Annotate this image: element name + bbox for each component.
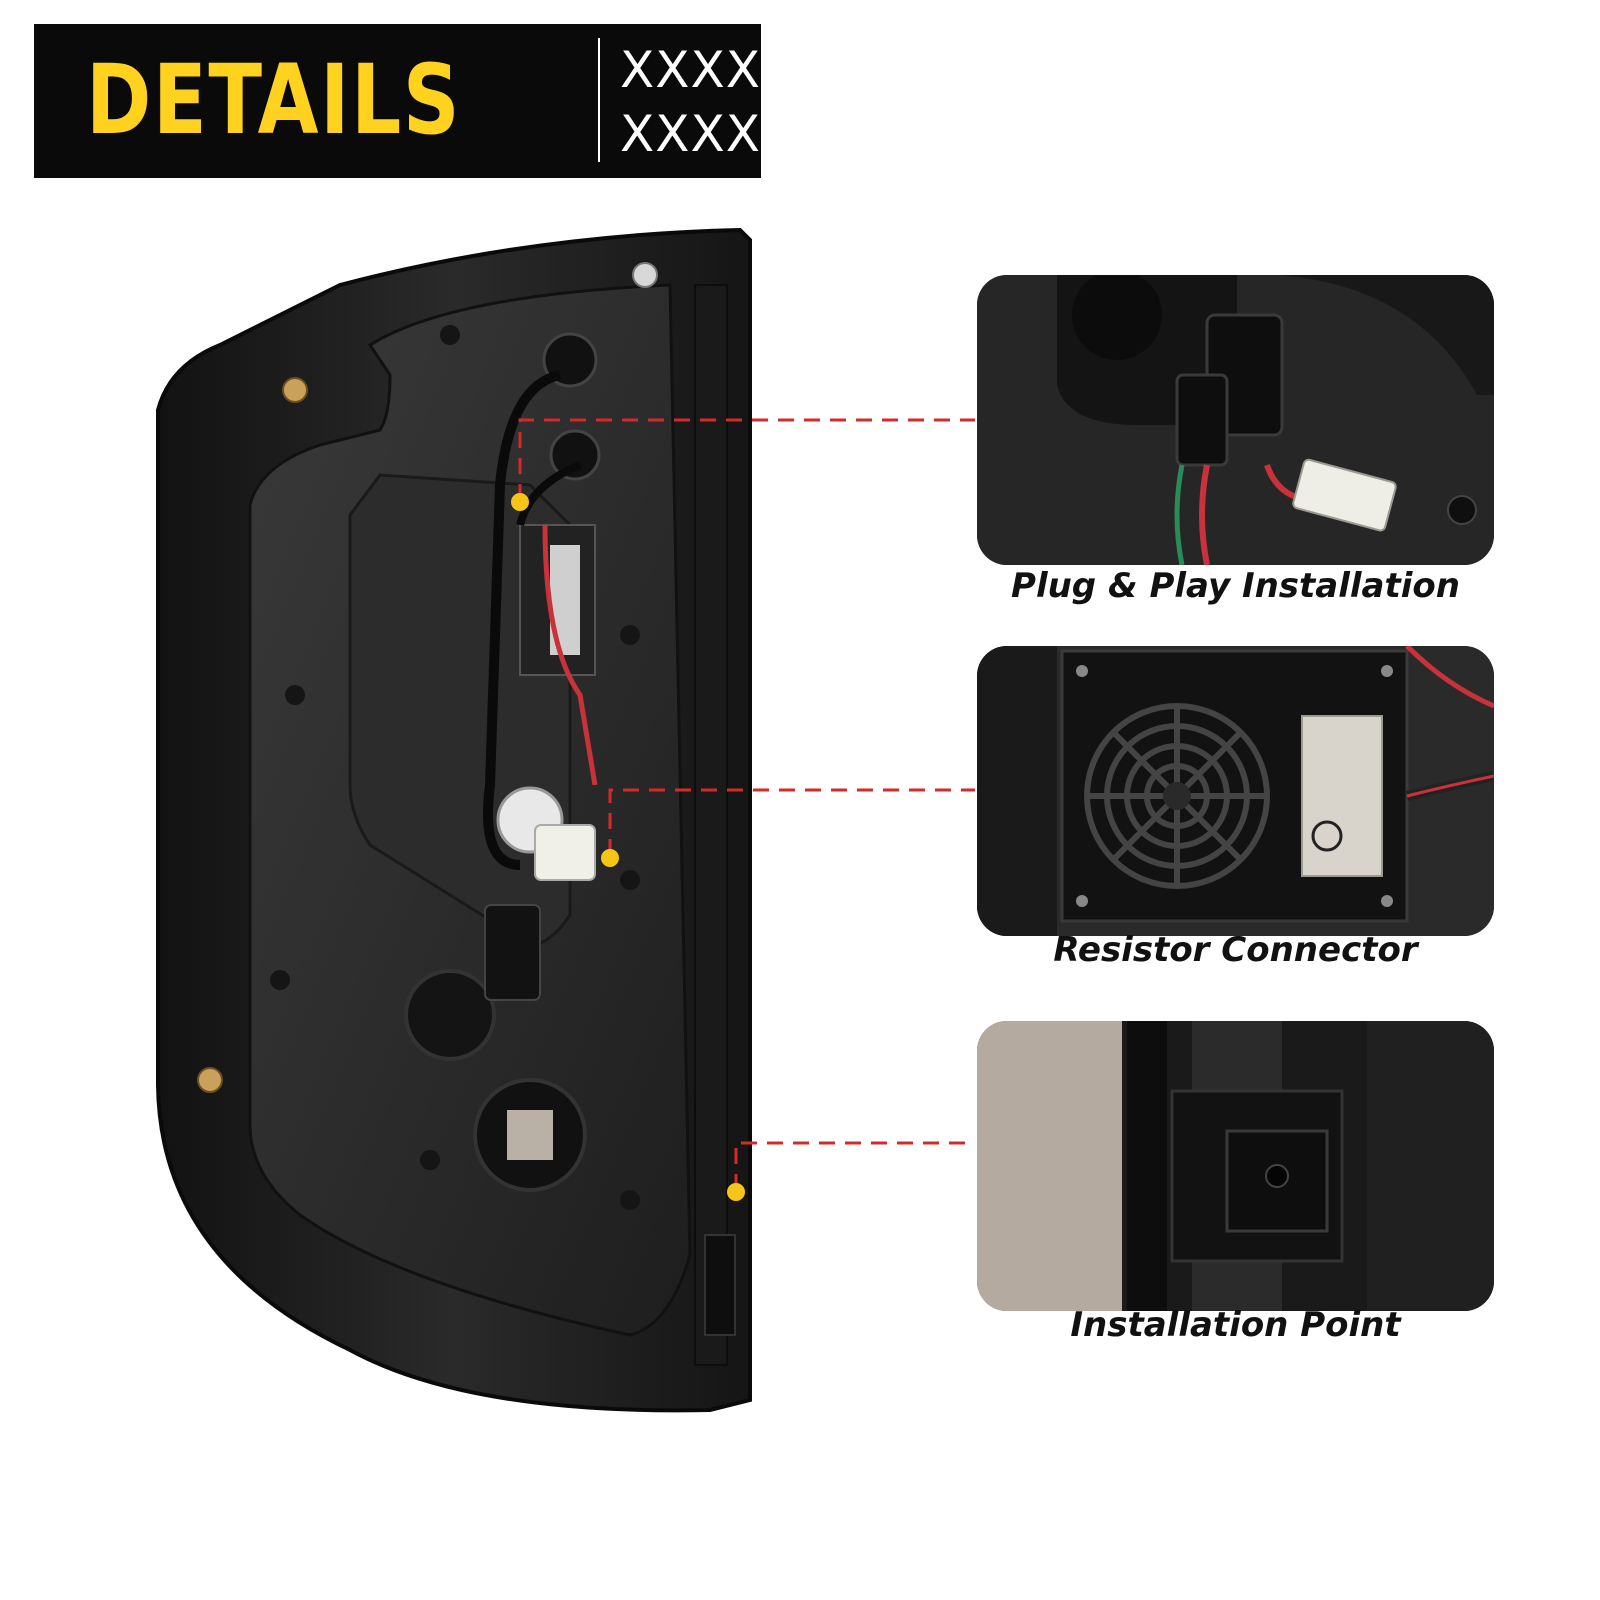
resistor-closeup: [977, 646, 1494, 936]
tail-light-illustration: [156, 227, 752, 1413]
detail-panel-installation-point: [977, 1021, 1494, 1311]
banner-divider: [598, 38, 600, 162]
installation-point-closeup: [977, 1021, 1494, 1311]
banner-subtitle-line2: XXXXX: [620, 105, 797, 163]
tail-light-back-view: [150, 225, 770, 1425]
detail-panel-plug-and-play: [977, 275, 1494, 565]
banner-subtitle-line1: XXXXX: [620, 41, 797, 99]
plug-connector-closeup: [977, 275, 1494, 565]
caption-plug-and-play: Plug & Play Installation: [1011, 566, 1460, 606]
detail-panel-resistor-connector: [977, 646, 1494, 936]
details-banner: DETAILS XXXXX XXXXX: [34, 24, 795, 178]
banner-title: DETAILS: [86, 44, 462, 156]
caption-installation-point: Installation Point: [1070, 1305, 1401, 1345]
connector-line-installation: [734, 1141, 975, 1190]
caption-resistor-connector: Resistor Connector: [1053, 930, 1418, 970]
